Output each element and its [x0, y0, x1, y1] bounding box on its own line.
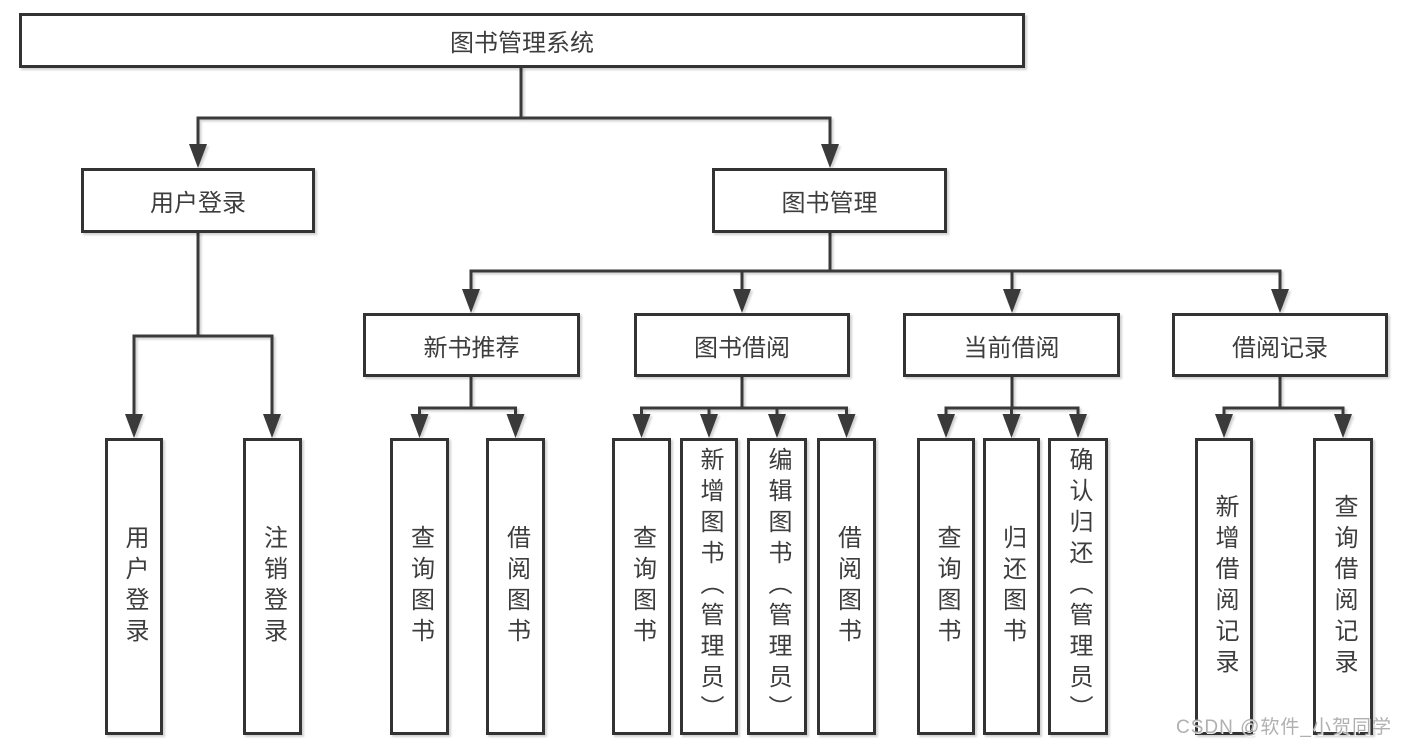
arrowhead: [189, 144, 207, 168]
node-book-borrowing: 图书借阅: [634, 313, 850, 377]
leaf-add-borrow-record: 新增借阅记录: [1195, 438, 1253, 735]
connector-currentborrow-to-leaves: [944, 375, 1080, 418]
arrowhead: [733, 289, 751, 313]
connector-bookmgmt-to-level3: [469, 231, 1282, 293]
node-user-login: 用户登录: [81, 168, 315, 233]
arrowhead: [1271, 289, 1289, 313]
arrowhead: [506, 414, 525, 438]
leaf-borrow-books: 借阅图书: [817, 438, 876, 735]
arrowhead: [1002, 414, 1021, 438]
leaf-logout: 注销登录: [243, 438, 302, 735]
leaf-return-books: 归还图书: [983, 438, 1040, 735]
connector-bookborrow-to-leaves: [640, 375, 848, 418]
arrowhead: [632, 414, 651, 438]
arrowhead: [462, 289, 480, 313]
node-library-management-system: 图书管理系统: [19, 13, 1025, 68]
leaf-query-books-borrow: 查询图书: [612, 438, 671, 735]
arrowhead: [410, 414, 429, 438]
arrowhead: [768, 414, 786, 438]
leaf-borrow-books-recommend: 借阅图书: [486, 438, 545, 735]
arrowhead: [1069, 414, 1087, 438]
connector-borrowrecords-to-leaves: [1222, 375, 1345, 418]
arrowhead: [263, 414, 281, 438]
csdn-watermark: CSDN @软件_小贺同学: [1176, 717, 1392, 738]
node-borrowing-records: 借阅记录: [1172, 313, 1388, 377]
arrowhead: [700, 414, 718, 438]
connector-userlogin-to-leaves: [132, 231, 274, 418]
leaf-edit-books-admin: 编辑图书（管理员）: [747, 438, 807, 735]
node-book-management: 图书管理: [712, 168, 947, 233]
leaf-query-books-current: 查询图书: [917, 438, 975, 735]
arrowhead: [125, 414, 143, 438]
node-current-borrowing: 当前借阅: [903, 313, 1120, 377]
arrowhead: [821, 144, 839, 168]
leaf-user-login: 用户登录: [105, 438, 163, 735]
leaf-query-books-recommend: 查询图书: [390, 438, 449, 735]
connector-newbooks-to-leaves: [418, 375, 517, 418]
arrowhead: [837, 414, 856, 438]
node-new-book-recommendation: 新书推荐: [363, 313, 580, 377]
arrowhead: [1334, 414, 1352, 438]
leaf-query-borrow-record: 查询借阅记录: [1313, 438, 1373, 735]
connector-root-to-level2: [196, 66, 832, 149]
leaf-confirm-return-admin: 确认归还（管理员）: [1048, 438, 1108, 735]
leaf-add-books-admin: 新增图书（管理员）: [680, 438, 738, 735]
arrowhead: [1215, 414, 1233, 438]
arrowhead: [1003, 289, 1021, 313]
arrowhead: [937, 414, 955, 438]
